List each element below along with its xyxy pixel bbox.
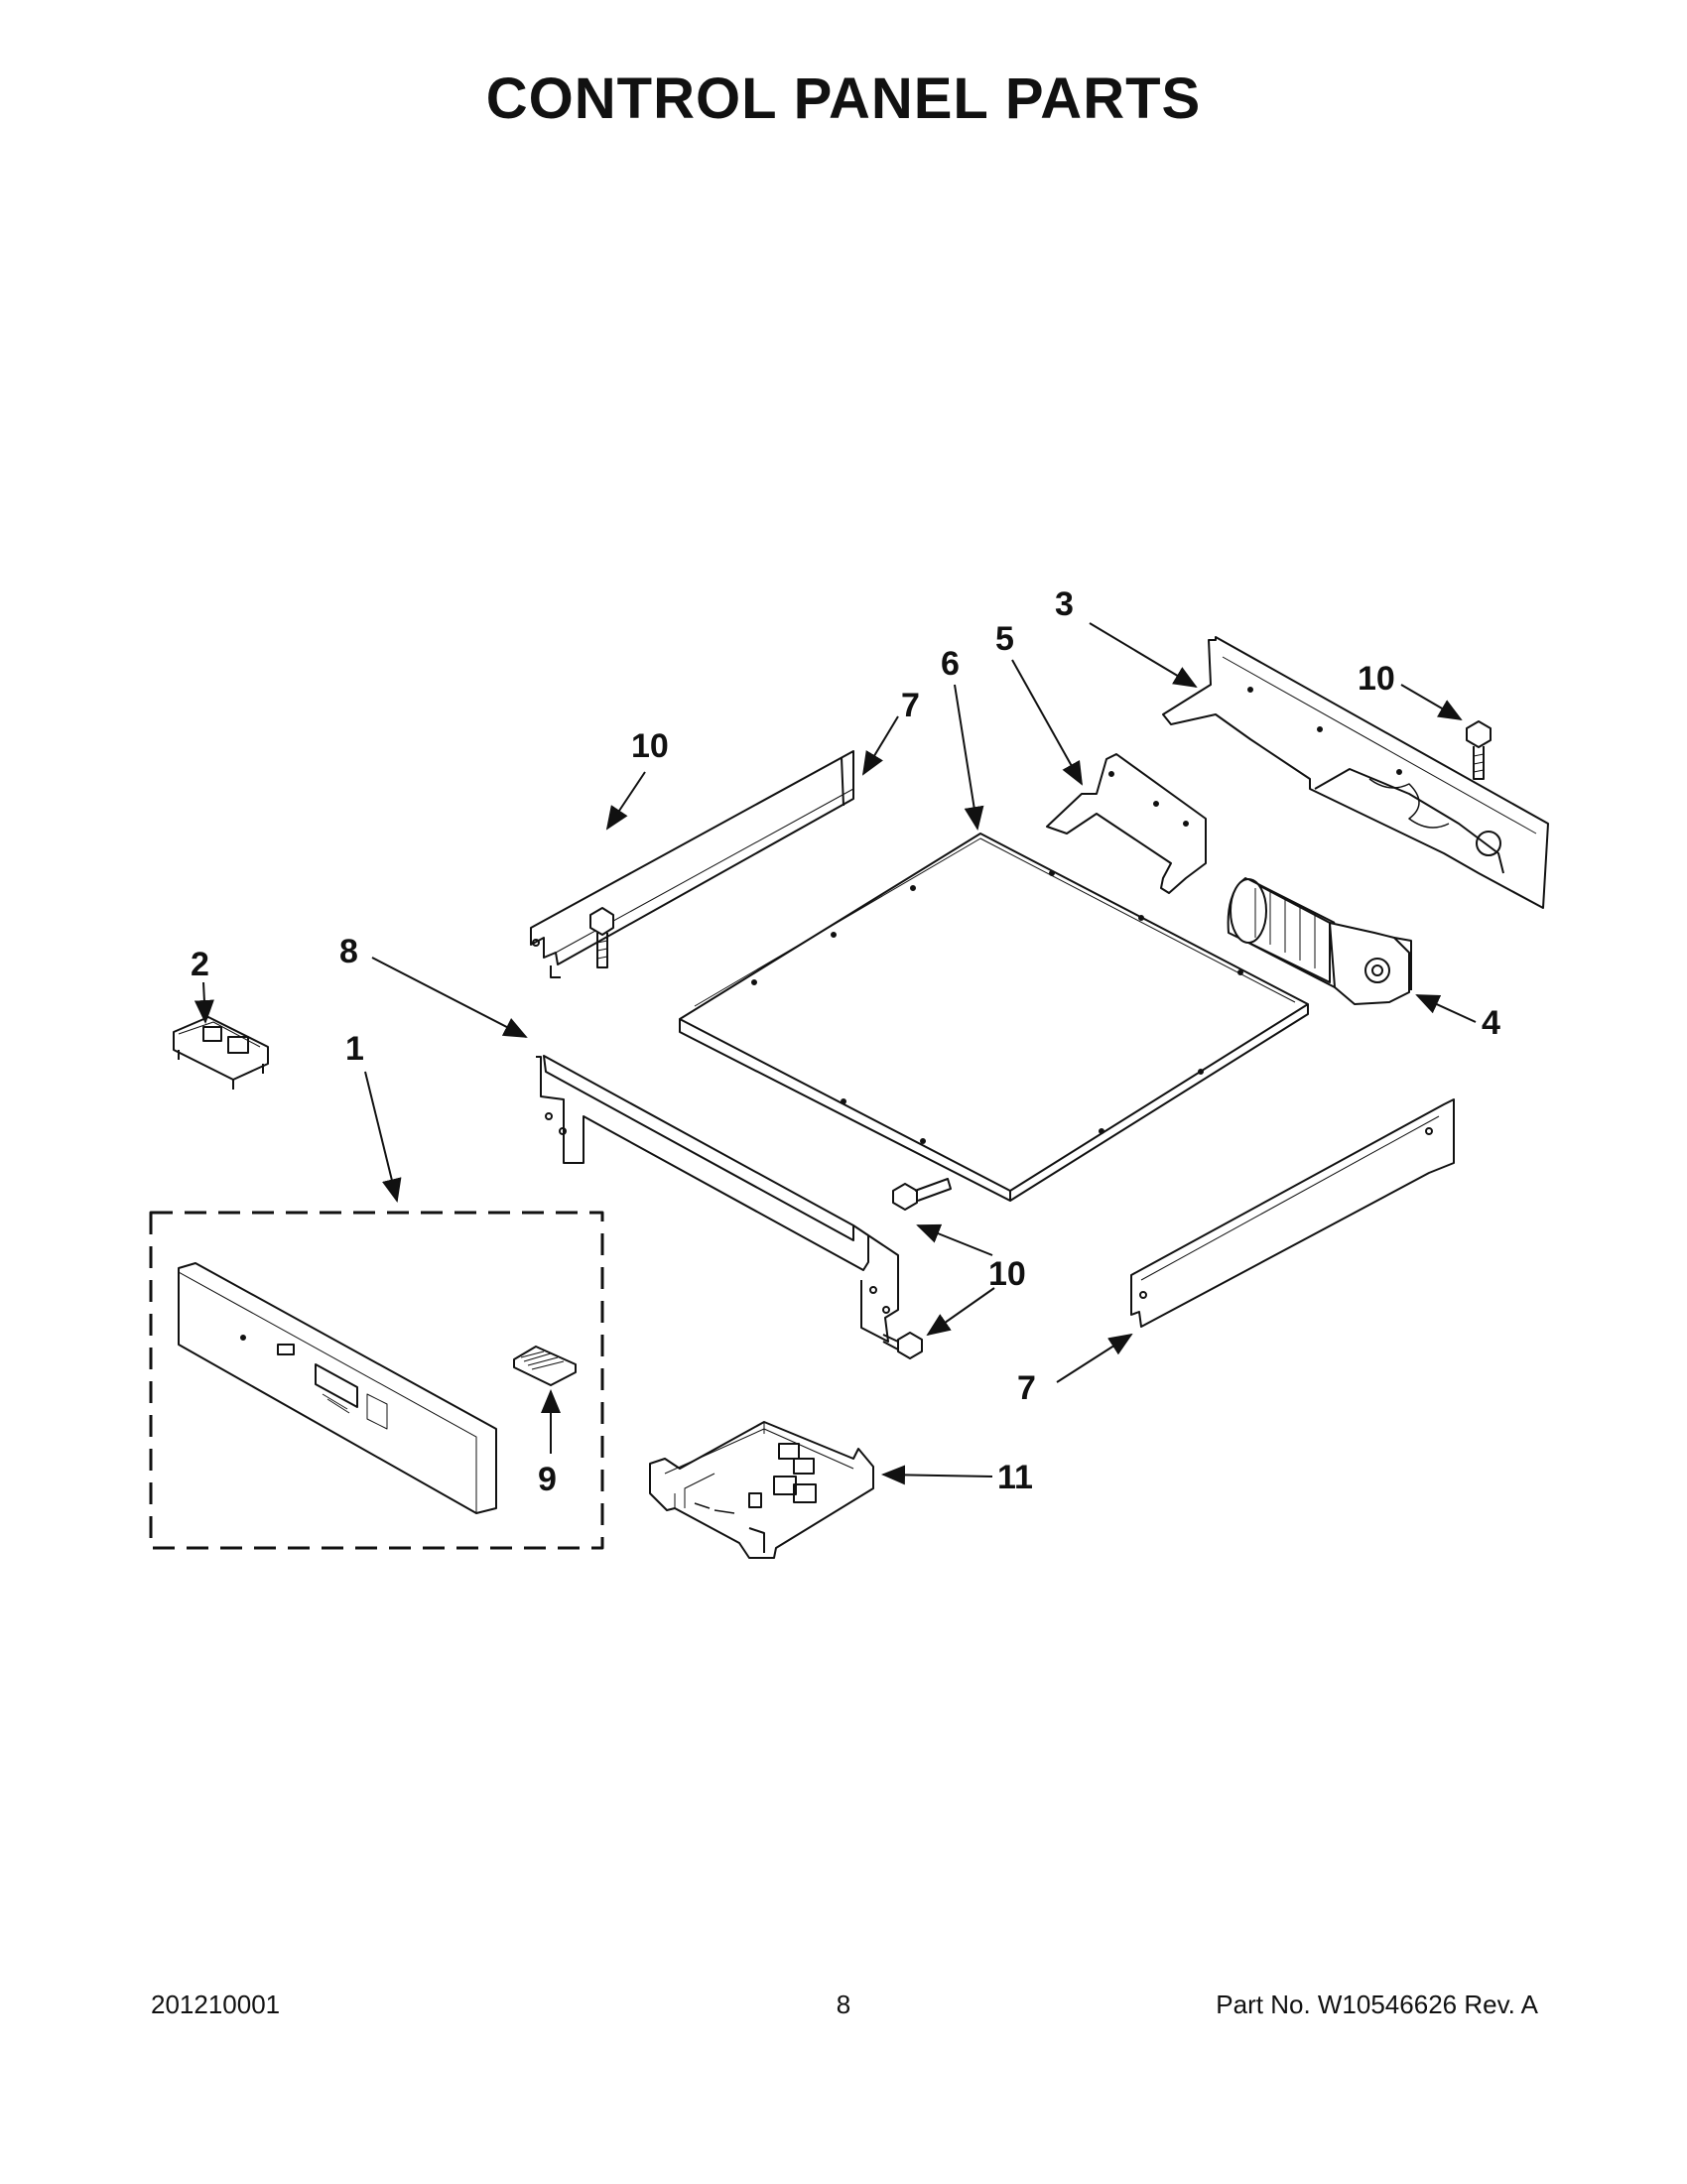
callout-4: 4: [1482, 1004, 1500, 1042]
leader-6: [954, 684, 984, 831]
callout-1: 1: [345, 1030, 364, 1068]
footer-part-number: Part No. W10546626 Rev. A: [1216, 1990, 1538, 2019]
callout-10-lower: 10: [988, 1255, 1026, 1293]
footer-page-number: 8: [836, 1990, 851, 2019]
leader-10-upper-left: [605, 771, 646, 831]
leader-3: [1089, 622, 1198, 689]
part-3-rear-bracket: [1162, 636, 1549, 909]
part-9-keypad: [513, 1346, 577, 1386]
part-4-blower: [1227, 877, 1412, 1005]
part-1-assembly-box: [149, 1211, 604, 1550]
part-10-screw-center: [892, 1178, 952, 1211]
part-5-bracket: [1046, 753, 1207, 894]
leader-7-lower: [1056, 1333, 1133, 1383]
part-10-screw-upper-left: [589, 907, 614, 968]
part-6-tray: [679, 833, 1309, 1202]
callout-10-right: 10: [1358, 660, 1395, 698]
part-11-board-tray: [649, 1421, 874, 1559]
part-1-control-panel: [178, 1262, 497, 1514]
leader-5: [1011, 659, 1083, 786]
leader-7-upper: [861, 715, 899, 776]
leader-2: [194, 981, 214, 1024]
part-2-board: [173, 1016, 269, 1090]
leader-8: [371, 957, 528, 1038]
leader-10-right: [1400, 684, 1463, 721]
callout-3: 3: [1055, 585, 1074, 623]
page-title: CONTROL PANEL PARTS: [485, 66, 1202, 131]
callout-7-upper: 7: [901, 687, 920, 724]
leader-4: [1415, 994, 1477, 1023]
callout-11: 11: [997, 1459, 1033, 1496]
leader-11: [881, 1465, 993, 1485]
callout-9: 9: [538, 1461, 557, 1498]
callout-6: 6: [941, 645, 960, 683]
footer-doc-number: 201210001: [151, 1990, 281, 2019]
leader-10-center: [916, 1223, 993, 1256]
part-8-front-rail: [536, 1055, 899, 1343]
callout-10-upper-left: 10: [631, 727, 669, 765]
callout-8: 8: [339, 933, 358, 970]
leader-1: [364, 1071, 402, 1203]
callout-5: 5: [995, 620, 1014, 658]
part-10-screw-lower: [882, 1332, 923, 1359]
callout-7-lower: 7: [1017, 1369, 1036, 1407]
part-10-screw-right: [1466, 720, 1492, 780]
leader-10-lower: [926, 1287, 995, 1337]
callout-2: 2: [191, 946, 209, 983]
part-7-lower-rail: [1130, 1098, 1455, 1328]
